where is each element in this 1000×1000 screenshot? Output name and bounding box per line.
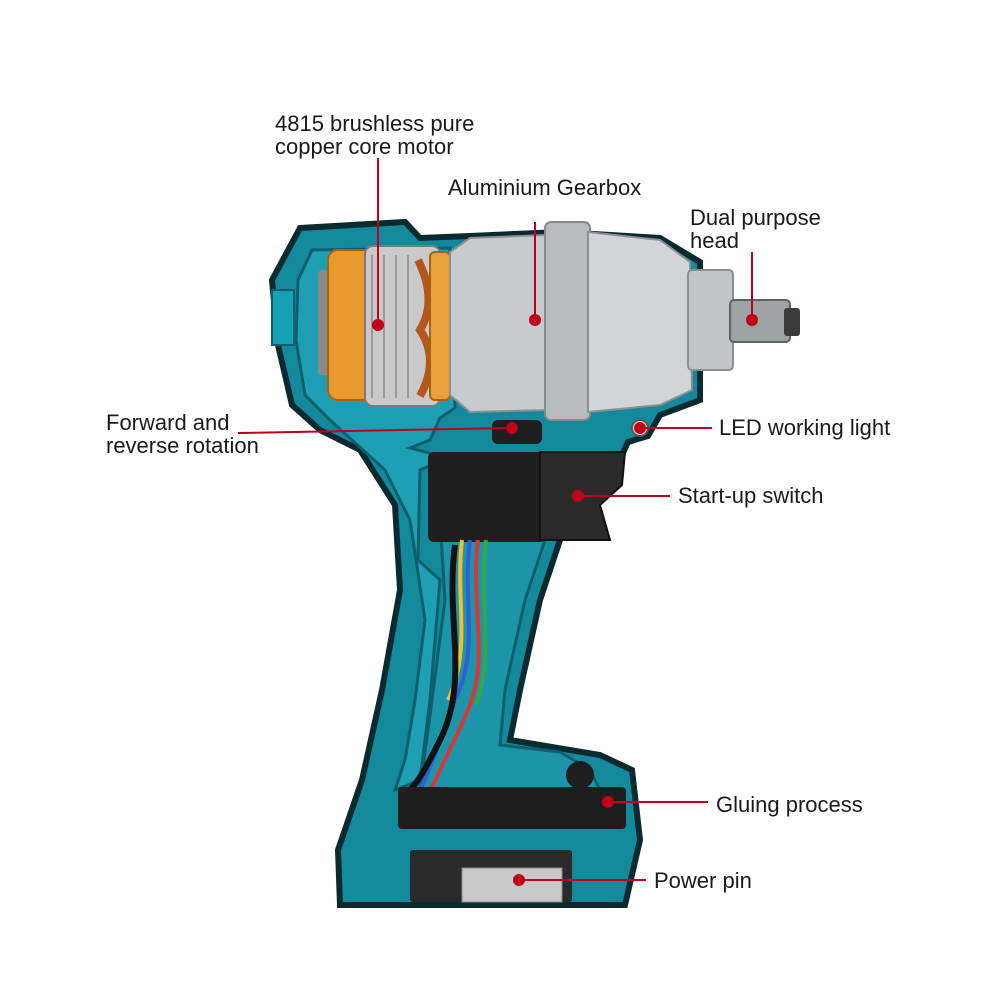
battery-tab xyxy=(271,289,295,346)
callout-head-line-1: Dual purpose xyxy=(690,205,821,230)
leader-dot-gearbox xyxy=(529,314,541,326)
leader-dot-motor xyxy=(372,319,384,331)
callout-power: Power pin xyxy=(654,869,752,892)
callout-motor: 4815 brushless pure copper core motor xyxy=(275,112,474,158)
callout-head: Dual purpose head xyxy=(690,206,821,252)
callout-rotation: Forward and reverse rotation xyxy=(106,411,259,457)
leader-dot-led xyxy=(634,422,646,434)
callout-led-line-1: LED working light xyxy=(719,415,891,440)
leader-dot-head xyxy=(746,314,758,326)
callout-gearbox: Aluminium Gearbox xyxy=(448,176,641,199)
callout-gluing-line-1: Gluing process xyxy=(716,792,863,817)
power-pin-block xyxy=(410,850,572,903)
leader-dot-switch xyxy=(572,490,584,502)
rotation-switch xyxy=(492,420,542,444)
callout-led: LED working light xyxy=(719,416,890,439)
callout-switch: Start-up switch xyxy=(678,484,824,507)
motor-assembly xyxy=(318,245,451,407)
leader-dot-rotation xyxy=(506,422,518,434)
callout-motor-line-1: 4815 brushless pure xyxy=(275,111,475,136)
callout-head-line-2: head xyxy=(690,228,739,253)
leader-line-rotation xyxy=(237,427,513,434)
callout-gluing: Gluing process xyxy=(716,793,863,816)
control-board xyxy=(398,761,626,829)
gearbox xyxy=(449,221,734,421)
callout-rotation-line-2: reverse rotation xyxy=(106,433,259,458)
wiring xyxy=(407,539,488,796)
callout-motor-line-2: copper core motor xyxy=(275,134,454,159)
leader-dot-power xyxy=(513,874,525,886)
leader-lines xyxy=(237,158,758,886)
callout-power-line-1: Power pin xyxy=(654,868,752,893)
callout-switch-line-1: Start-up switch xyxy=(678,483,824,508)
callout-gearbox-line-1: Aluminium Gearbox xyxy=(448,175,642,200)
callout-rotation-line-1: Forward and xyxy=(106,410,230,435)
leader-dot-gluing xyxy=(602,796,614,808)
anvil-head xyxy=(729,299,800,343)
